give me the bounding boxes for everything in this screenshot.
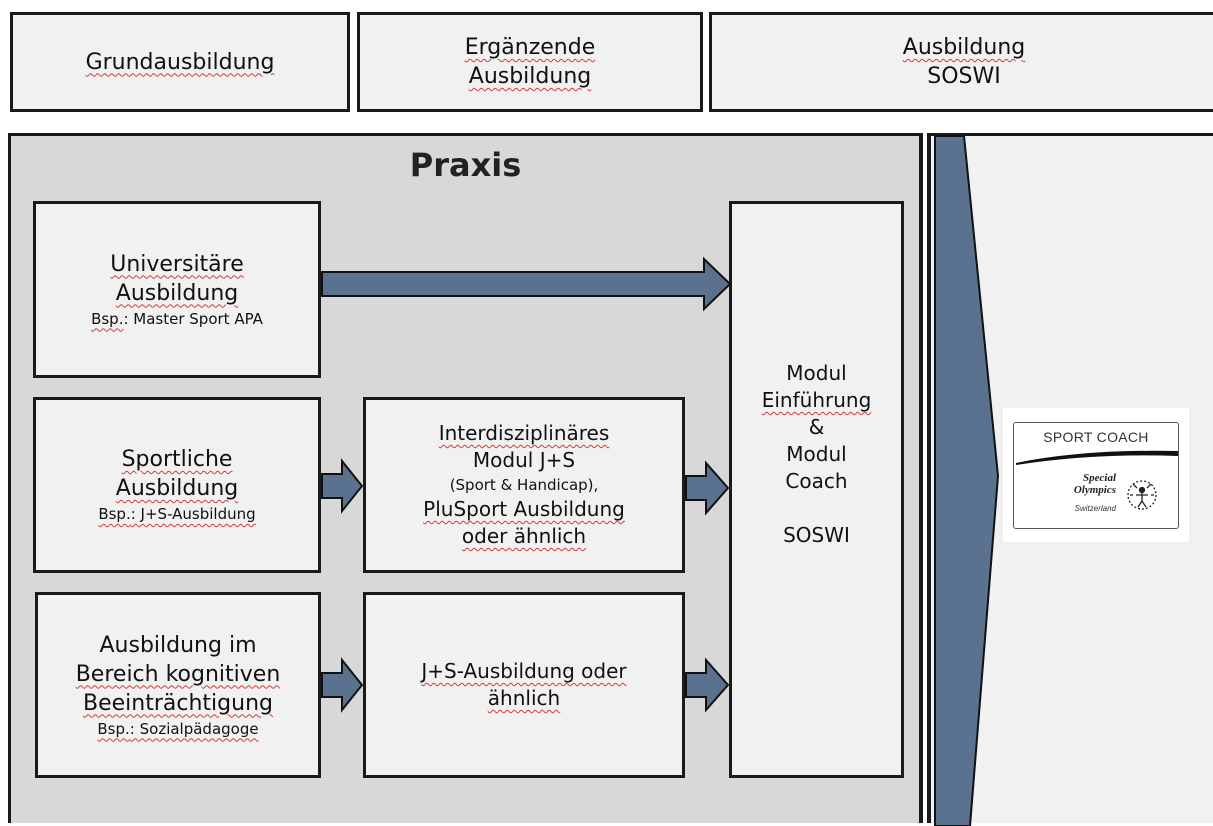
js-line1: J+S-Ausbildung oder: [421, 659, 627, 683]
box-js-ausbildung: J+S-Ausbildung oder ähnlich: [363, 592, 685, 778]
kog-example: Bsp.: Sozialpädagoge: [97, 719, 259, 738]
sport-coach-logo: SPORT COACH Special Olympics Switzerland: [1003, 408, 1189, 542]
header-soswi-line1: Ausbildung: [902, 35, 1026, 60]
inter-line5: oder ähnlich: [461, 524, 587, 548]
big-arrow: [934, 135, 1000, 826]
logo-frame: SPORT COACH Special Olympics Switzerland: [1013, 422, 1179, 529]
special-olympics-emblem-icon: [1127, 480, 1157, 510]
header-ergaenzende-ausbildung: Ergänzende Ausbildung: [357, 12, 703, 112]
kog-line2: Bereich kognitiven: [75, 661, 281, 687]
kog-line3: Beeinträchtigung: [83, 690, 273, 716]
header-ergaenzende-line2: Ausbildung: [468, 64, 592, 89]
inter-line1: Interdisziplinäres: [438, 421, 610, 445]
arrow-inter-to-modul: [685, 460, 730, 516]
logo-line2: Olympics: [1073, 484, 1116, 496]
header-ergaenzende-line1: Ergänzende: [464, 35, 596, 60]
box-universitaere-ausbildung: Universitäre Ausbildung Bsp.: Master Spo…: [33, 201, 321, 378]
uni-line1: Universitäre: [110, 251, 244, 277]
modul-line1: Modul: [786, 361, 847, 385]
inter-line2: Modul J+S: [472, 448, 576, 472]
box-interdisziplinaeres-modul: Interdisziplinäres Modul J+S (Sport & Ha…: [363, 397, 685, 573]
sport-example: Bsp.: J+S-Ausbildung: [98, 505, 256, 523]
modul-line4: Modul: [786, 442, 847, 466]
uni-line2: Ausbildung: [115, 280, 239, 306]
inter-line4: PluSport Ausbildung: [423, 497, 625, 521]
logo-swoosh-icon: [1016, 450, 1178, 465]
arrow-kog-to-js: [321, 657, 364, 713]
header-ausbildung-soswi: Ausbildung SOSWI: [709, 12, 1213, 112]
sport-line1: Sportliche: [121, 447, 233, 472]
box-sportliche-ausbildung: Sportliche Ausbildung Bsp.: J+S-Ausbildu…: [33, 397, 321, 573]
logo-title: SPORT COACH: [1043, 429, 1149, 445]
logo-line1: Special: [1083, 472, 1116, 484]
modul-line2: Einführung: [761, 388, 872, 412]
box-ausbildung-kognitive: Ausbildung im Bereich kognitiven Beeintr…: [35, 592, 321, 778]
modul-line3: &: [808, 415, 825, 439]
header-grundausbildung-label: Grundausbildung: [85, 49, 275, 75]
modul-line5: Coach: [785, 469, 848, 493]
uni-example: Bsp.: Master Sport APA: [91, 309, 263, 328]
header-soswi-line2: SOSWI: [927, 64, 1001, 89]
kog-line1: Ausbildung im: [99, 632, 257, 658]
sport-line2: Ausbildung: [115, 476, 239, 501]
header-grundausbildung: Grundausbildung: [10, 12, 350, 112]
box-modul-einfuehrung-coach: Modul Einführung & Modul Coach SOSWI: [729, 201, 904, 778]
js-line2: ähnlich: [487, 686, 561, 710]
logo-line3: Switzerland: [1074, 504, 1116, 513]
arrow-uni-to-modul: [321, 256, 732, 312]
modul-line6: SOSWI: [783, 523, 850, 547]
arrow-js-to-modul: [685, 657, 730, 713]
inter-line3: (Sport & Handicap),: [449, 476, 599, 494]
praxis-title: Praxis: [409, 146, 522, 184]
big-arrow-shape: [934, 135, 1000, 826]
arrow-sport-to-inter: [321, 458, 364, 514]
